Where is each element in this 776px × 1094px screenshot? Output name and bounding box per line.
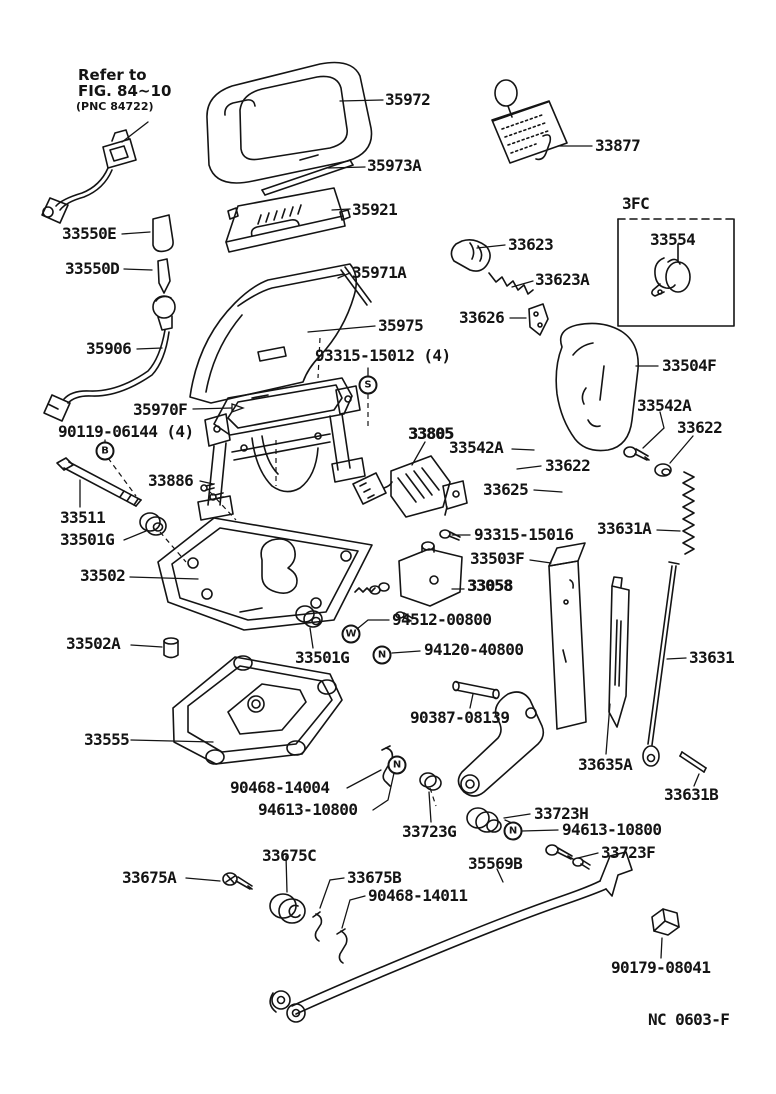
console-shroud-art [189, 263, 358, 404]
part-label-33511: 33511 [60, 508, 106, 527]
part-label-33554: 33554 [650, 230, 696, 249]
upper-cover-art [206, 61, 373, 184]
fastener-symbol-nut-N-1: N [372, 645, 392, 665]
plug-art [450, 239, 491, 272]
part-label-33805: 33805 [408, 424, 454, 443]
inset-box-art [617, 218, 735, 327]
shift-knob-art [555, 322, 639, 452]
part-label-33622-center: 33622 [545, 456, 591, 475]
part-label-33622-right: 33622 [677, 418, 723, 437]
part-label-33501G-center: 33501G [295, 648, 350, 667]
knob-button-art [43, 214, 176, 422]
solenoid-art [352, 455, 468, 541]
part-label-90468-14011: 90468-14011 [368, 886, 468, 905]
part-label-33675B: 33675B [347, 868, 402, 887]
part-label-33555: 33555 [84, 730, 130, 749]
part-label-33675A: 33675A [122, 868, 177, 887]
part-label-refer-line1: Refer to [78, 66, 147, 84]
slotted-pin-art [679, 751, 707, 773]
part-label-33877: 33877 [595, 136, 641, 155]
part-label-33542A-right: 33542A [637, 396, 692, 415]
part-label-35906: 35906 [86, 339, 132, 358]
part-label-35970F: 35970F [133, 400, 188, 419]
knob-screw-art [623, 446, 672, 477]
trim-strip-art [261, 159, 354, 196]
fastener-symbol-nut-N-2: N [387, 755, 407, 775]
part-label-33631B: 33631B [664, 785, 719, 804]
part-label-94613-10800-r: 94613-10800 [562, 820, 662, 839]
part-label-90179-08041: 90179-08041 [611, 958, 711, 977]
part-label-33631: 33631 [689, 648, 735, 667]
part-label-33886: 33886 [148, 471, 194, 490]
base-plate-art [157, 517, 373, 631]
part-label-33625: 33625 [483, 480, 529, 499]
part-label-33542A-center: 33542A [449, 438, 504, 457]
bell-crank-art [381, 691, 545, 833]
interlock-switch-art [41, 129, 137, 224]
part-label-33502A: 33502A [66, 634, 121, 653]
grommet-art [295, 605, 323, 628]
fastener-symbol-bolt-B: B [95, 441, 115, 461]
part-label-33623: 33623 [508, 235, 554, 254]
detent-block-art [354, 541, 463, 622]
cushion-art [163, 637, 179, 659]
part-label-94613-10800-l: 94613-10800 [258, 800, 358, 819]
part-label-33550D: 33550D [65, 259, 120, 278]
part-label-33723H: 33723H [534, 804, 589, 823]
bracket-assembly-art [197, 377, 366, 521]
spring-pin-art [452, 680, 500, 700]
part-label-33723G: 33723G [402, 822, 457, 841]
part-label-35971A: 35971A [352, 263, 407, 282]
stopper-plate-art [528, 303, 549, 336]
part-label-refer-line2: FIG. 84~10 [78, 82, 172, 100]
part-label-33723F: 33723F [601, 843, 656, 862]
indicator-plate-art [225, 187, 351, 253]
alignment-dashes [107, 337, 437, 807]
part-label-94512-00800: 94512-00800 [392, 610, 492, 629]
part-label-33626: 33626 [459, 308, 505, 327]
part-label-94120-40800: 94120-40800 [424, 640, 524, 659]
part-label-33504F: 33504F [662, 356, 717, 375]
part-label-93315-15016: 93315-15016 [474, 525, 574, 544]
part-label-93315-15012: 93315-15012 (4) [315, 346, 451, 365]
part-label-footer-code: NC 0603-F [648, 1010, 730, 1029]
fastener-symbol-washer-W: W [341, 624, 361, 644]
part-label-33623A: 33623A [535, 270, 590, 289]
part-label-33058: 33058 [467, 576, 513, 595]
part-label-33550E: 33550E [62, 224, 117, 243]
part-label-35972: 35972 [385, 90, 431, 109]
part-label-33502: 33502 [80, 566, 126, 585]
fastener-symbol-screw-S: S [358, 375, 378, 395]
part-label-90119-06144: 90119-06144 (4) [58, 422, 194, 441]
rod-bushing-art [222, 872, 348, 964]
part-label-33631A: 33631A [597, 519, 652, 538]
part-label-35973A: 35973A [367, 156, 422, 175]
nut-art [651, 908, 680, 936]
part-label-33501G-left: 33501G [60, 530, 115, 549]
control-rod-art [642, 561, 680, 767]
pivot-bolt-art [56, 457, 167, 536]
part-label-33503F: 33503F [470, 549, 525, 568]
part-label-35975: 35975 [378, 316, 424, 335]
part-label-refer-line3: (PNC 84722) [76, 100, 154, 113]
part-label-3FC: 3FC [622, 194, 650, 213]
part-label-35569B: 35569B [468, 854, 523, 873]
cover-plate-art [172, 655, 343, 765]
shaft-column-art [548, 542, 587, 730]
compression-spring-art [682, 471, 695, 555]
part-label-33675C: 33675C [262, 846, 317, 865]
small-spring-art [488, 272, 534, 295]
shift-pattern-card-art [491, 79, 568, 164]
fastener-symbol-nut-N-3: N [503, 821, 523, 841]
part-label-90387-08139: 90387-08139 [410, 708, 510, 727]
part-label-90468-14004: 90468-14004 [230, 778, 330, 797]
part-label-35921: 35921 [352, 200, 398, 219]
shift-rod-art [269, 851, 633, 1023]
leader-lines [79, 99, 700, 959]
part-label-33635A: 33635A [578, 755, 633, 774]
pin-art [200, 483, 224, 501]
lock-link-art [608, 576, 630, 728]
